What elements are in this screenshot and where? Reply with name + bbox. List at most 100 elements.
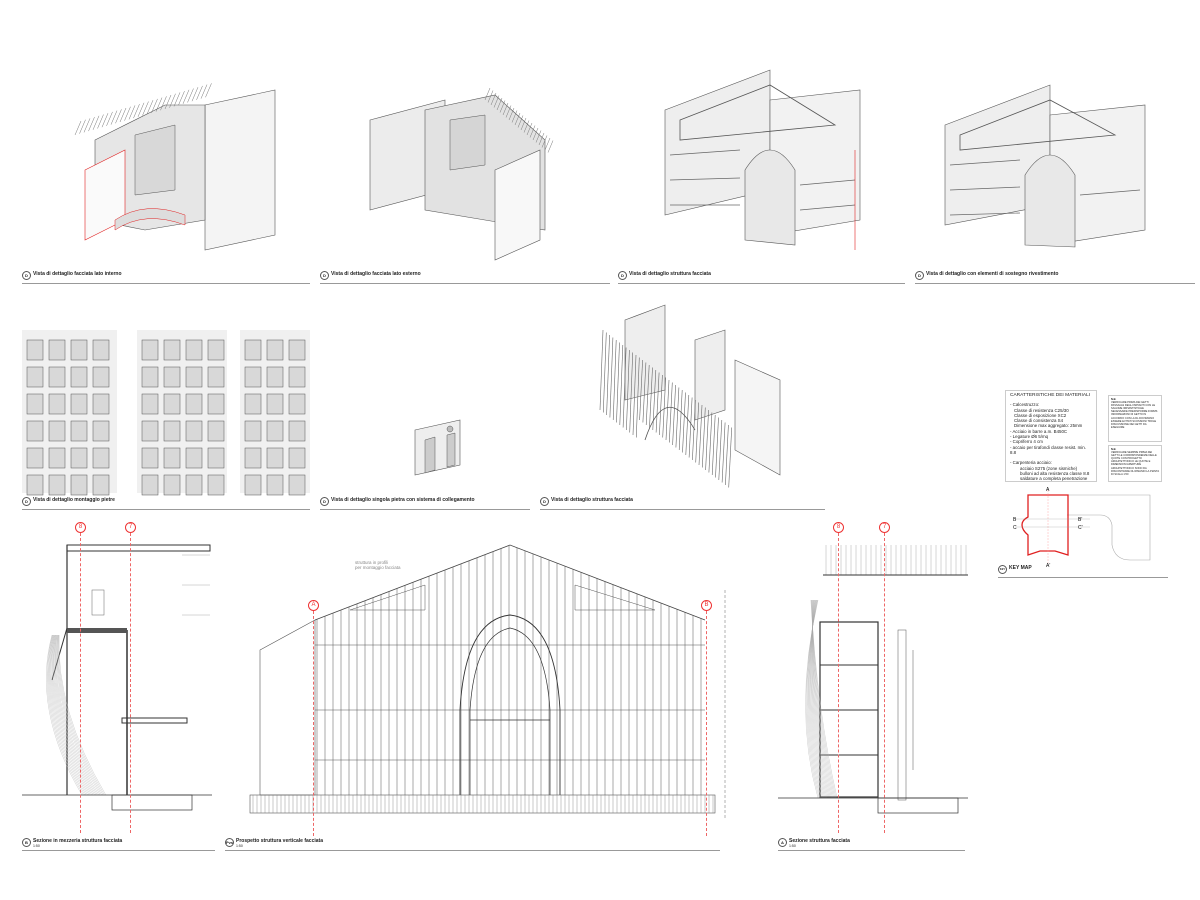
- note-box-2: N.B. VERIFICARE SEMPRE PRIMA DEI GETTI L…: [1108, 445, 1162, 482]
- stone-panel: [266, 474, 284, 496]
- cladding-fin: [645, 364, 650, 426]
- cladding-fin: [133, 104, 140, 119]
- cladding-fin: [629, 352, 633, 433]
- cladding-fin: [636, 357, 640, 438]
- stone-panel: [48, 339, 66, 361]
- cladding-fin: [529, 125, 536, 138]
- cladding-profile: [805, 599, 819, 799]
- grid-axis-8: 8: [833, 522, 844, 533]
- cladding-fin: [662, 377, 666, 438]
- cladding-fin: [721, 422, 726, 483]
- materials-specification: CARATTERISTICHE DEI MATERIALI - Calcestr…: [1005, 390, 1097, 482]
- cladding-fin: [173, 92, 181, 107]
- cladding-profile: [57, 634, 104, 796]
- scale-text: 1:50: [33, 844, 40, 848]
- cladding-fin: [606, 334, 610, 416]
- cladding-profile: [55, 634, 99, 796]
- material-line: acciaio S275 (zone sismiche): [1020, 465, 1078, 471]
- keymap-marker-b2: B': [1078, 517, 1082, 523]
- cladding-fin: [541, 135, 548, 148]
- stone-panel: [288, 339, 306, 361]
- cladding-profile: [47, 634, 84, 796]
- stone-panel: [48, 420, 66, 442]
- stone-panel: [92, 393, 110, 415]
- view-number-badge: D: [540, 497, 549, 506]
- stone-panel: [26, 474, 44, 496]
- cladding-fin: [83, 118, 91, 133]
- keymap-marker-b: B: [1013, 517, 1017, 523]
- cladding-profile: [48, 634, 87, 796]
- stone-panel: [163, 420, 181, 442]
- grid-axis-7: 7: [879, 522, 890, 533]
- stone-panel: [288, 393, 306, 415]
- cladding-fin: [499, 100, 506, 113]
- material-line: Classe di resistenza C25/30: [1014, 407, 1069, 413]
- note-box-1: N.B. VERIFICARE PRIMA DEI GETTI PASSAGGI…: [1108, 395, 1162, 442]
- stone-panel: [185, 366, 203, 388]
- grid-axis-7: 7: [125, 522, 136, 533]
- view-caption-text: Vista di dettaglio singola pietra con si…: [331, 497, 475, 503]
- stone-assembly-render: [22, 330, 310, 496]
- cladding-profile: [52, 634, 94, 796]
- stone-panel: [266, 420, 284, 442]
- material-line: - Acciaio in barre a.m. B450C: [1010, 428, 1068, 434]
- keymap-caption: KEY KEY MAP: [998, 565, 1168, 578]
- stone-panel: [207, 447, 225, 469]
- cladding-fin: [110, 110, 118, 125]
- cladding-fin: [685, 394, 690, 456]
- cladding-fin: [659, 374, 663, 436]
- stone-panel: [266, 393, 284, 415]
- cladding-fin: [502, 102, 509, 116]
- cladding-fin: [511, 110, 518, 123]
- stone-panel: [163, 366, 181, 388]
- stone-panel: [207, 474, 225, 496]
- axis-line: [80, 533, 81, 833]
- note-text: VERIFICARE SEMPRE PRIMA DEI GETTI LE COR…: [1111, 451, 1159, 476]
- cladding-fin: [178, 91, 185, 106]
- stone-panel: [288, 366, 306, 388]
- cladding-fin: [622, 347, 627, 428]
- stone-panel: [244, 420, 262, 442]
- cladding-fin: [725, 424, 729, 486]
- view-caption-text: Vista di dettaglio struttura facciata: [629, 271, 711, 277]
- view-caption-text: Vista di dettaglio struttura facciata: [551, 497, 633, 503]
- stone-panel: [70, 420, 88, 442]
- material-line: Classe di consistenza S4: [1014, 418, 1064, 424]
- view-number-badge: B: [22, 838, 31, 847]
- cladding-fin: [484, 87, 491, 101]
- cladding-fin: [678, 389, 683, 451]
- stone-panel: [266, 366, 284, 388]
- view-number-badge: Pvs: [225, 838, 234, 847]
- cladding-fin: [97, 114, 104, 129]
- cladding-profile: [50, 634, 90, 796]
- stone-panel: [141, 393, 159, 415]
- facade-elevation-drawing: [249, 544, 726, 820]
- cladding-fin: [496, 97, 503, 111]
- stone-panel: [244, 447, 262, 469]
- keymap-title: KEY MAP: [1009, 565, 1032, 571]
- cladding-fin: [508, 107, 515, 121]
- cladding-fin: [101, 113, 109, 128]
- stone-panel: [141, 366, 159, 388]
- view-number-badge: D: [22, 271, 31, 280]
- axis-line: [838, 533, 839, 833]
- cladding-profile: [812, 599, 832, 799]
- material-line: saldature a completa penetrazione: [1020, 476, 1088, 482]
- stone-panel: [48, 447, 66, 469]
- material-line: - Copriferro 4 cm: [1010, 439, 1043, 445]
- cladding-fin: [128, 105, 136, 120]
- single-stone-render: [414, 419, 461, 476]
- stone-panel: [48, 393, 66, 415]
- axis-line: [884, 533, 885, 833]
- iso-view-exterior: [369, 87, 554, 261]
- cladding-fin: [715, 417, 719, 478]
- view-number-badge: A: [778, 838, 787, 847]
- cladding-fin: [616, 342, 620, 423]
- cladding-fin: [665, 379, 670, 441]
- cladding-fin: [164, 94, 172, 110]
- view-caption-text: Sezione in mezzeria struttura facciata: [33, 838, 123, 844]
- stone-panel: [244, 393, 262, 415]
